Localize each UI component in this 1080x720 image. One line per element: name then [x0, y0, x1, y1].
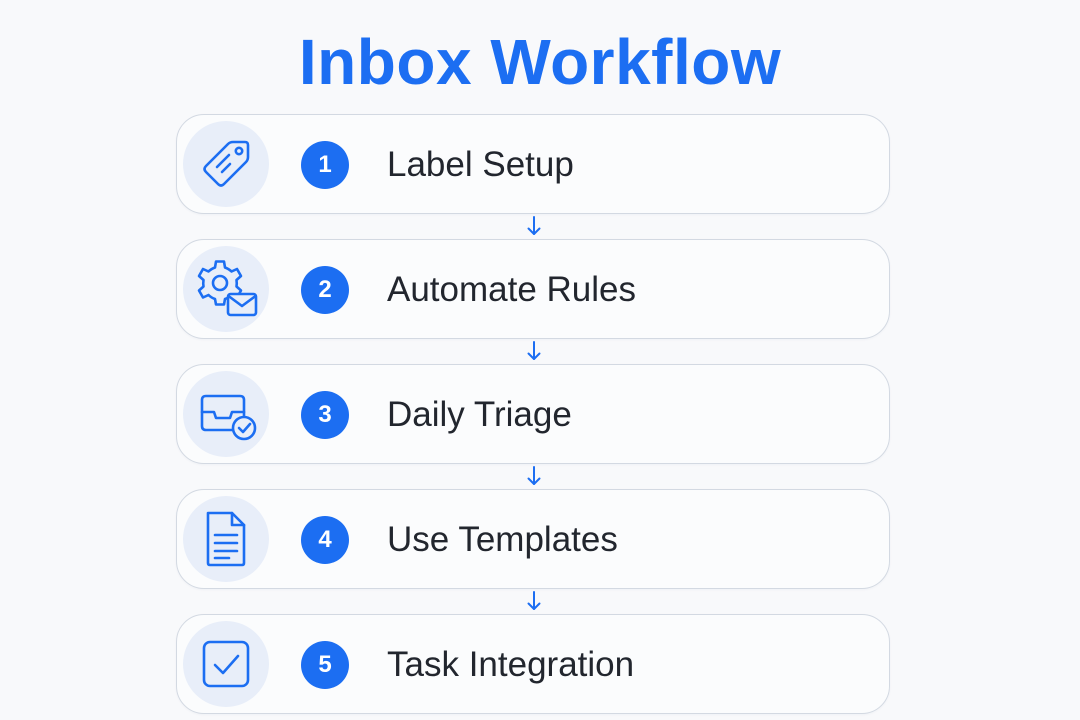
- step-1: 1 Label Setup: [176, 114, 890, 235]
- workflow-steps: 1 Label Setup 2 Automate Rules: [176, 114, 890, 714]
- arrow-down-icon: [527, 591, 541, 610]
- gear-mail-icon: [183, 246, 269, 332]
- step-number-badge: 3: [301, 391, 349, 439]
- tag-icon: [183, 121, 269, 207]
- step-number-badge: 4: [301, 516, 349, 564]
- step-4: 4 Use Templates: [176, 489, 890, 610]
- step-label: Daily Triage: [387, 395, 572, 434]
- step-3: 3 Daily Triage: [176, 364, 890, 485]
- document-icon: [183, 496, 269, 582]
- step-label: Automate Rules: [387, 270, 637, 309]
- page-title: Inbox Workflow: [298, 26, 782, 98]
- step-number-badge: 5: [301, 641, 349, 689]
- inbox-check-icon: [183, 371, 269, 457]
- arrow-down-icon: [527, 216, 541, 235]
- step-2: 2 Automate Rules: [176, 239, 890, 360]
- step-number-badge: 1: [301, 141, 349, 189]
- arrow-down-icon: [527, 466, 541, 485]
- step-label: Task Integration: [387, 645, 635, 684]
- step-label: Use Templates: [387, 520, 618, 559]
- step-number-badge: 2: [301, 266, 349, 314]
- checkbox-icon: [183, 621, 269, 707]
- step-label: Label Setup: [387, 145, 574, 184]
- step-5: 5 Task Integration: [176, 614, 890, 714]
- arrow-down-icon: [527, 341, 541, 360]
